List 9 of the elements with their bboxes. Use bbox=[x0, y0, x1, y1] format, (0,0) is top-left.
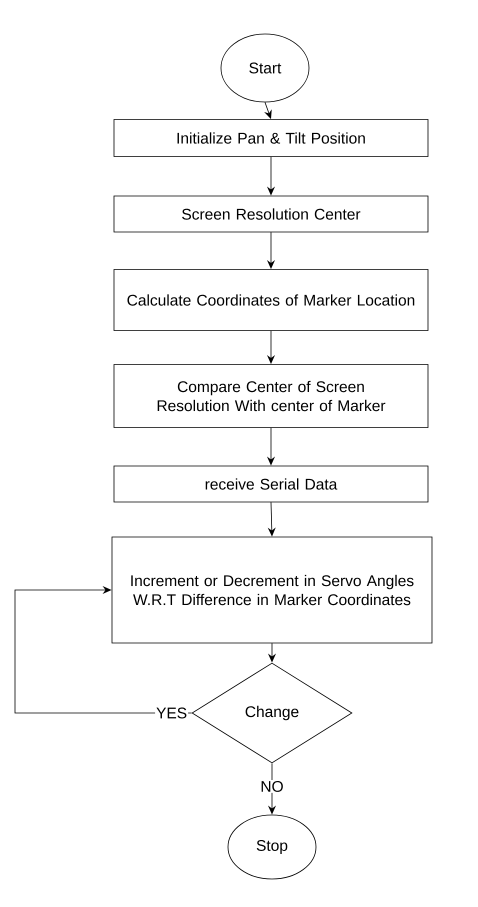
process-box: receive Serial Data bbox=[114, 466, 428, 502]
edge-label: YES bbox=[155, 706, 188, 720]
process-box: Screen Resolution Center bbox=[114, 196, 428, 232]
process-box: Calculate Coordinates of Marker Location bbox=[114, 269, 428, 331]
process-box: Initialize Pan & Tilt Position bbox=[114, 119, 428, 157]
edge-label: NO bbox=[259, 780, 285, 793]
process-box: Compare Center of Screen Resolution With center of Marker bbox=[114, 364, 428, 428]
process-box: Increment or Decrement in Servo Angles W.R.T Difference in Marker Coordinates bbox=[112, 536, 432, 644]
arrow bbox=[14, 586, 192, 714]
